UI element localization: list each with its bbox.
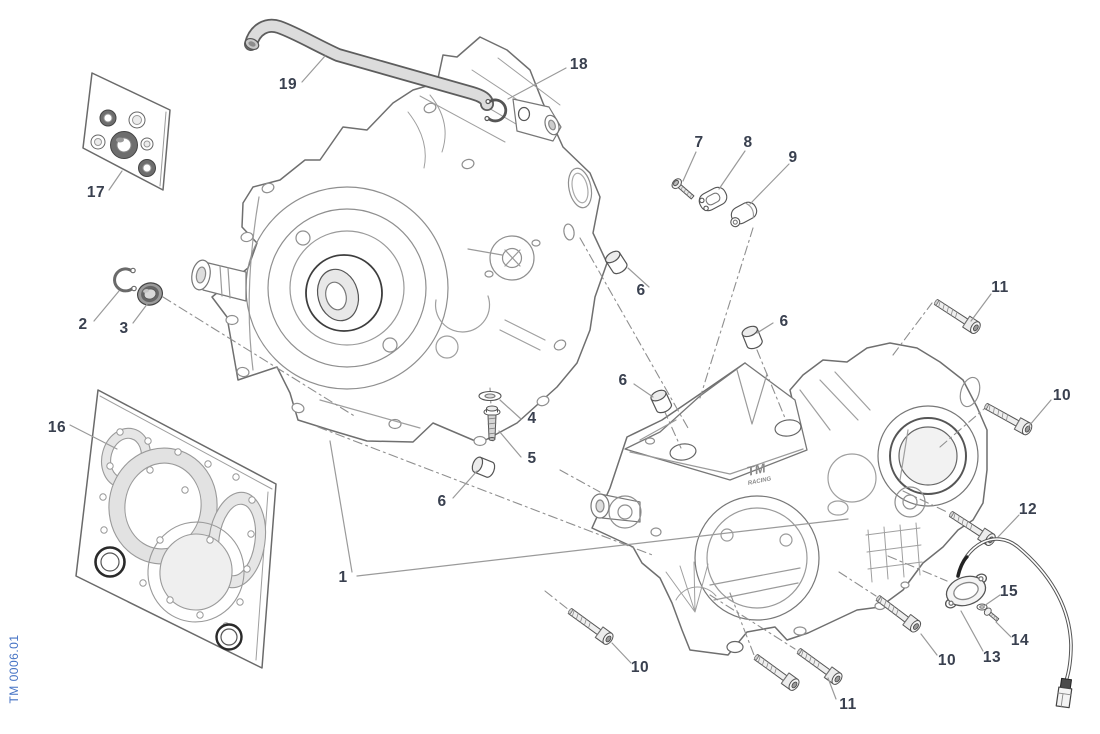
bolt-10-bottom-right [872, 591, 924, 635]
left-crankcase-half-drawing [191, 36, 608, 447]
breather-hose [244, 18, 494, 111]
bolt-11-bottom-a [750, 650, 802, 693]
gasket-plate-8 [698, 186, 728, 212]
washer-4 [478, 390, 502, 402]
case-logo-racing: RACING [747, 476, 772, 487]
breather-port-boss [512, 98, 562, 142]
circlip-2 [113, 267, 137, 293]
circlip-18 [484, 98, 508, 123]
bolt-10-right [981, 399, 1035, 437]
screw-5 [483, 405, 501, 441]
crankcase-gasket-16 [75, 389, 277, 669]
leader-lines [69, 55, 1052, 700]
screw-14 [983, 607, 1000, 622]
case-logo: TM RACING [745, 460, 772, 487]
screw-7 [671, 178, 695, 200]
bolt-11-bottom-b [793, 644, 845, 687]
countershaft-spigot [191, 259, 247, 302]
assembly-axis-lines [162, 227, 985, 656]
right-crankcase-half-drawing: TM RACING [590, 342, 988, 656]
cover-cap-9 [730, 201, 758, 228]
kickstart-boss [590, 493, 642, 529]
bolt-10-bottom-left [564, 604, 616, 647]
seal-kit-plate-17 [82, 72, 171, 191]
pickup-sensor-13 [944, 537, 1073, 709]
doc-code-label: TM 0006.01 [7, 634, 21, 704]
case-logo-tm: TM [745, 460, 768, 479]
oil-seal-3 [136, 282, 164, 306]
cable-connector [1055, 677, 1073, 709]
